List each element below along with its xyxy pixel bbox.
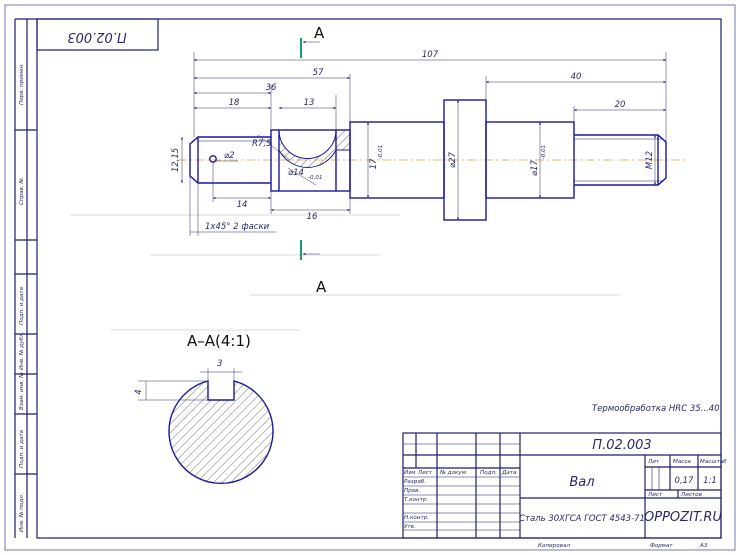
side-cell-sign-date-2: Подп. и дата — [19, 429, 25, 468]
section-cut-markers: A A — [300, 24, 327, 296]
dim-107: 107 — [422, 50, 439, 60]
title-designation: П.02.003 — [592, 438, 651, 453]
dim-dia17-left: 17 — [369, 158, 379, 169]
col-sheet: Лист — [417, 470, 433, 476]
title-part-name: Вал — [569, 475, 594, 490]
side-cell-dup-inv: Инв. № дубл. — [19, 332, 25, 370]
head-sheets: Листов — [680, 492, 702, 498]
section-title: A–A(4:1) — [187, 332, 251, 350]
title-company: OPPOZIT.RU — [644, 510, 722, 525]
head-lit: Лит — [647, 459, 660, 465]
shaft-view — [178, 99, 688, 221]
dim-dia14: ⌀14 — [288, 168, 304, 178]
dim-20: 20 — [615, 100, 626, 110]
dim-dia17-right: ⌀17 — [530, 159, 540, 176]
keyway-hatch — [278, 129, 351, 168]
side-strip: Перв. примен. Справ. № Подп. и дата Инв.… — [14, 18, 37, 538]
side-cell-sign-date-1: Подп. и дата — [19, 286, 25, 325]
sheet-border — [4, 4, 736, 551]
section-dim-width: 3 — [217, 359, 222, 369]
col-date: Дата — [501, 470, 517, 476]
title-material: Сталь 30ХГСА ГОСТ 4543-71 — [519, 514, 645, 524]
section-view: A–A(4:1) 3 4 — [134, 332, 274, 485]
heat-treatment-note: Термообработка HRC 35...40 — [592, 404, 720, 414]
role-check: Пров. — [404, 488, 420, 494]
role-tcontrol: Т.контр. — [404, 497, 428, 503]
dim-13: 13 — [304, 98, 315, 108]
mass-value: 0,17 — [675, 476, 695, 486]
format-value: A3 — [699, 543, 708, 549]
head-sheet: Лист — [647, 492, 663, 498]
head-mass: Масса — [673, 459, 691, 465]
side-cell-first-use: Перв. примен. — [19, 63, 25, 105]
dim-dia-left: 12,15 — [171, 148, 181, 172]
dim-dia14-tol: -0,01 — [308, 175, 322, 181]
dimension-lines — [180, 58, 667, 233]
col-sign: Подп. — [480, 470, 497, 476]
dim-dia27: ⌀27 — [448, 151, 458, 168]
role-dev: Разраб. — [404, 479, 426, 485]
dim-dia17-left-tol: -0,01 — [378, 145, 384, 159]
dim-dia17-right-tol: -0,01 — [541, 145, 547, 159]
dim-radius: R7,5 — [252, 139, 271, 149]
scale-value: 1:1 — [703, 476, 717, 486]
drawing-frame — [36, 18, 722, 539]
dim-18: 18 — [229, 98, 240, 108]
pin-hole — [209, 155, 217, 163]
col-doc: № докум. — [439, 470, 468, 476]
dim-thread: M12 — [645, 151, 655, 169]
dim-chamfer: 1x45° 2 фаски — [205, 222, 270, 232]
dimension-texts: 107 57 36 18 13 40 20 14 16 12,15 ⌀2 R7,… — [171, 50, 655, 232]
section-hatched-circle — [168, 380, 274, 485]
dim-57: 57 — [313, 68, 324, 78]
shaft-left-journal — [189, 136, 271, 184]
role-approve: Утв. — [404, 524, 416, 530]
corner-stamp-text: П.02.003 — [67, 29, 126, 44]
corner-stamp: П.02.003 — [36, 18, 159, 51]
background-ghost-lines — [70, 214, 620, 331]
side-cell-reference: Справ. № — [19, 178, 25, 205]
title-block: Изм Лист № докум. Подп. Дата Разраб. Про… — [402, 432, 727, 549]
shaft-thread — [574, 134, 667, 186]
role-ncontrol: Н.контр. — [404, 515, 429, 521]
dim-14: 14 — [237, 200, 248, 210]
section-dim-depth: 4 — [134, 389, 144, 394]
dim-hole: ⌀2 — [224, 151, 235, 161]
col-change: Изм — [404, 470, 416, 476]
shaft-step-17-right — [485, 121, 575, 199]
dim-16: 16 — [307, 212, 318, 222]
cut-letter-top: A — [314, 24, 325, 42]
head-scale: Масштаб — [700, 459, 727, 465]
side-cell-replace-inv: Взам. инв. № — [19, 372, 25, 410]
cut-letter-bottom: A — [316, 278, 327, 296]
footer-format: Формат — [650, 543, 673, 549]
footer-copied: Копировал — [538, 543, 570, 549]
dim-40: 40 — [571, 72, 582, 82]
dim-36: 36 — [266, 83, 277, 93]
side-cell-orig-inv: Инв. № подл. — [19, 493, 25, 532]
